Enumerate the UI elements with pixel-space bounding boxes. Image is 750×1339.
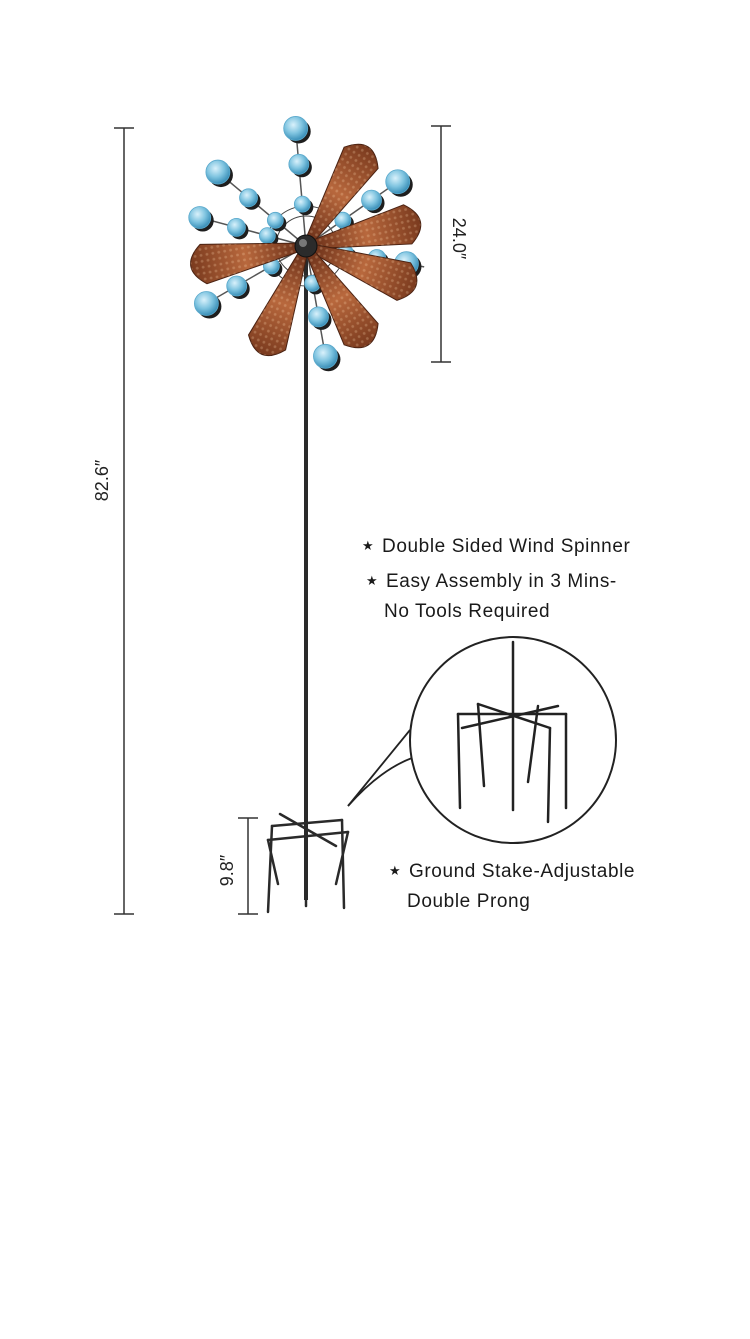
glass-ball [385,169,411,195]
blade-texture [305,248,379,348]
feature-text: Double Sided Wind Spinner [382,536,631,557]
stake-height-label: 9.8″ [217,854,238,887]
dimension-line-stake [238,817,258,915]
glass-ball [283,116,309,141]
spinner-blade [309,243,418,301]
dimension-line-spinner [431,125,451,363]
blade-texture [190,243,301,284]
glass-ball [361,189,382,211]
star-icon: ★ [366,573,379,588]
feature-ground-stake: ★ Ground Stake-Adjustable [389,855,635,888]
spinner-rotor [188,116,425,372]
ground-stake-detail-callout [347,636,617,844]
glass-ball [194,291,219,316]
star-icon: ★ [389,863,402,878]
feature-easy-assembly-continued: No Tools Required [384,596,550,628]
blade-texture [311,204,421,249]
feature-easy-assembly: ★ Easy Assembly in 3 Mins- [366,565,617,598]
spinner-blade [310,204,422,250]
glass-ball [266,211,284,229]
blade-texture [248,250,308,356]
glass-ball [308,306,329,328]
spinner-blade [190,242,302,285]
dimension-line-total [114,127,134,915]
feature-ground-stake-continued: Double Prong [407,886,530,918]
spoke-rod [294,126,307,247]
feature-text: Ground Stake-Adjustable [409,861,636,882]
spoke-rod [201,245,307,307]
feature-text: Double Prong [407,891,531,912]
feature-text: Easy Assembly in 3 Mins- [386,571,617,592]
blade-texture [310,244,417,301]
glass-ball [188,206,212,229]
feature-text: No Tools Required [384,601,551,622]
glass-ball [288,153,310,175]
feature-double-sided: ★ Double Sided Wind Spinner [362,530,630,563]
glass-ball [313,343,338,369]
blade-texture [305,144,379,244]
glass-ball [239,188,258,208]
glass-ball [293,195,311,213]
glass-ball [205,159,231,185]
glass-ball [227,217,246,237]
glass-ball [226,275,248,297]
spinner-blade [247,249,309,357]
ground-stake [266,812,350,914]
spinner-blade [305,248,379,349]
total-height-label: 82.6″ [92,459,113,502]
rotor-hub [294,234,318,258]
spinner-diameter-label: 24.0″ [449,217,470,260]
rotor-hub-highlight [299,239,307,247]
glass-ball [258,227,276,245]
star-icon: ★ [362,538,375,553]
spinner-blade [305,143,379,244]
